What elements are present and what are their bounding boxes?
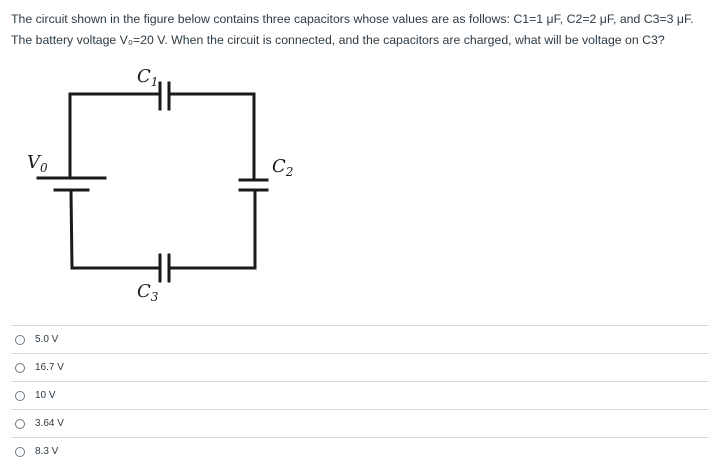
radio-icon[interactable] xyxy=(15,446,25,457)
answer-label: 5.0 V xyxy=(35,334,59,345)
wire-bottom-right xyxy=(170,190,257,270)
wire-bottom-left xyxy=(69,189,160,270)
svg-text:V0: V0 xyxy=(27,152,48,175)
answer-option[interactable]: 8.3 V xyxy=(11,437,709,465)
svg-text:C1: C1 xyxy=(137,66,158,89)
svg-text:C2: C2 xyxy=(272,156,293,179)
radio-icon[interactable] xyxy=(15,334,25,345)
answer-label: 16.7 V xyxy=(35,362,64,373)
answer-label: 3.64 V xyxy=(35,418,64,429)
answer-option[interactable]: 3.64 V xyxy=(11,409,709,437)
answer-list: 5.0 V 16.7 V 10 V 3.64 V 8.3 V xyxy=(11,325,709,465)
wire-top-left xyxy=(68,92,160,180)
radio-icon[interactable] xyxy=(15,362,25,373)
circuit-diagram: C1 V0 C2 C3 xyxy=(0,60,320,320)
svg-text:C3: C3 xyxy=(137,281,159,304)
c3-label: C xyxy=(137,281,151,302)
answer-option[interactable]: 10 V xyxy=(11,381,709,409)
c1-label: C xyxy=(137,66,151,87)
question-text: The circuit shown in the figure below co… xyxy=(11,12,694,47)
battery-label: V xyxy=(27,152,42,173)
c2-label: C xyxy=(272,156,286,177)
wire-top-right xyxy=(169,92,256,180)
answer-label: 8.3 V xyxy=(35,446,59,457)
radio-icon[interactable] xyxy=(15,418,25,429)
answer-option[interactable]: 5.0 V xyxy=(11,325,709,353)
answer-option[interactable]: 16.7 V xyxy=(11,353,709,381)
radio-icon[interactable] xyxy=(15,390,25,401)
answer-label: 10 V xyxy=(35,390,56,401)
